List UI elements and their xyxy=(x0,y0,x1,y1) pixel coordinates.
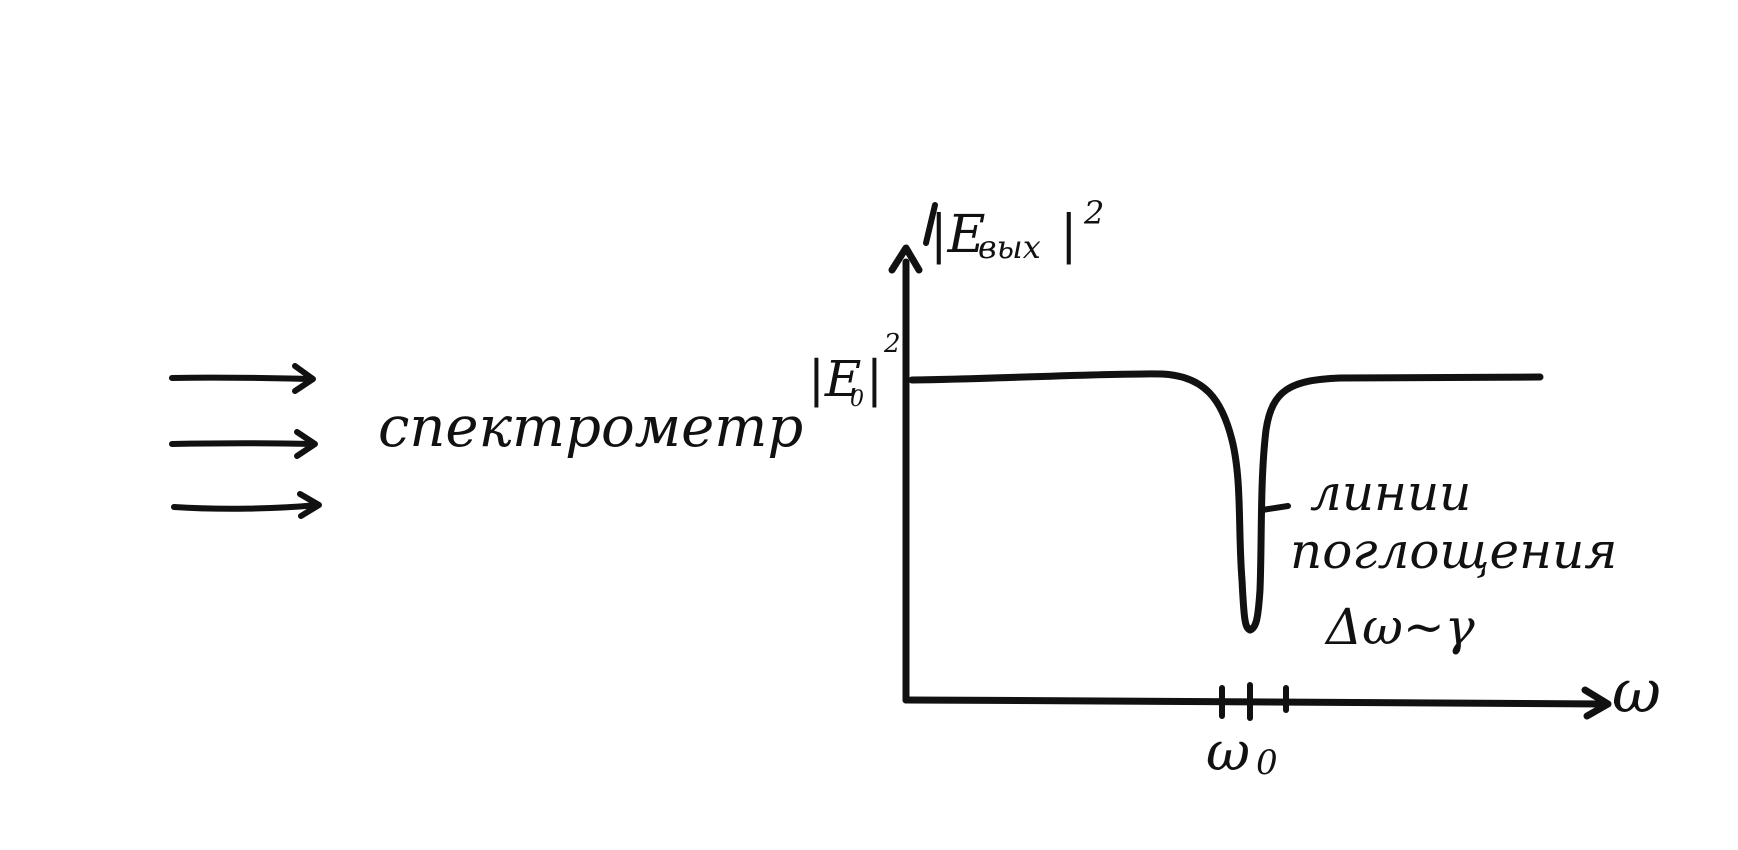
incoming-arrows xyxy=(169,363,322,519)
transmission-curve xyxy=(908,370,1544,634)
y-axis-label-tail: | xyxy=(1060,205,1078,265)
y-axis-label-main: |E xyxy=(930,205,986,265)
annotation: линии поглощения Δω~γ xyxy=(1290,464,1617,656)
level-label-sub: 0 xyxy=(850,387,864,412)
level-label-tail: | xyxy=(866,350,883,408)
level-label-main: |E xyxy=(808,350,861,408)
tick-marks xyxy=(1219,682,1289,721)
x-axis xyxy=(902,696,1610,708)
incoming-arrow-3 xyxy=(171,491,322,519)
tick-label-main: ω xyxy=(1206,720,1250,783)
level-label: |E 0 | 2 xyxy=(808,329,901,412)
level-label-sup: 2 xyxy=(883,329,901,359)
spectrometer-label: спектрометр xyxy=(378,395,803,460)
x-axis-label: ω xyxy=(1612,657,1661,727)
annotation-pointer xyxy=(1259,503,1291,513)
incoming-arrow-1 xyxy=(169,363,316,394)
incoming-arrow-2 xyxy=(169,429,318,459)
y-axis-label-sup: 2 xyxy=(1083,194,1104,232)
tick-label-sub: 0 xyxy=(1256,743,1278,783)
y-axis-label: |E вых | 2 xyxy=(923,194,1104,266)
annotation-line-2: поглощения xyxy=(1290,522,1617,580)
annotation-line-1: линии xyxy=(1310,464,1471,522)
axes xyxy=(888,244,1612,720)
y-axis-arrowhead xyxy=(888,244,923,274)
x-axis-arrowhead xyxy=(1581,686,1612,720)
annotation-line-3: Δω~γ xyxy=(1324,598,1475,656)
y-axis-label-sub: вых xyxy=(978,228,1041,266)
tick-label: ω 0 xyxy=(1206,720,1278,783)
